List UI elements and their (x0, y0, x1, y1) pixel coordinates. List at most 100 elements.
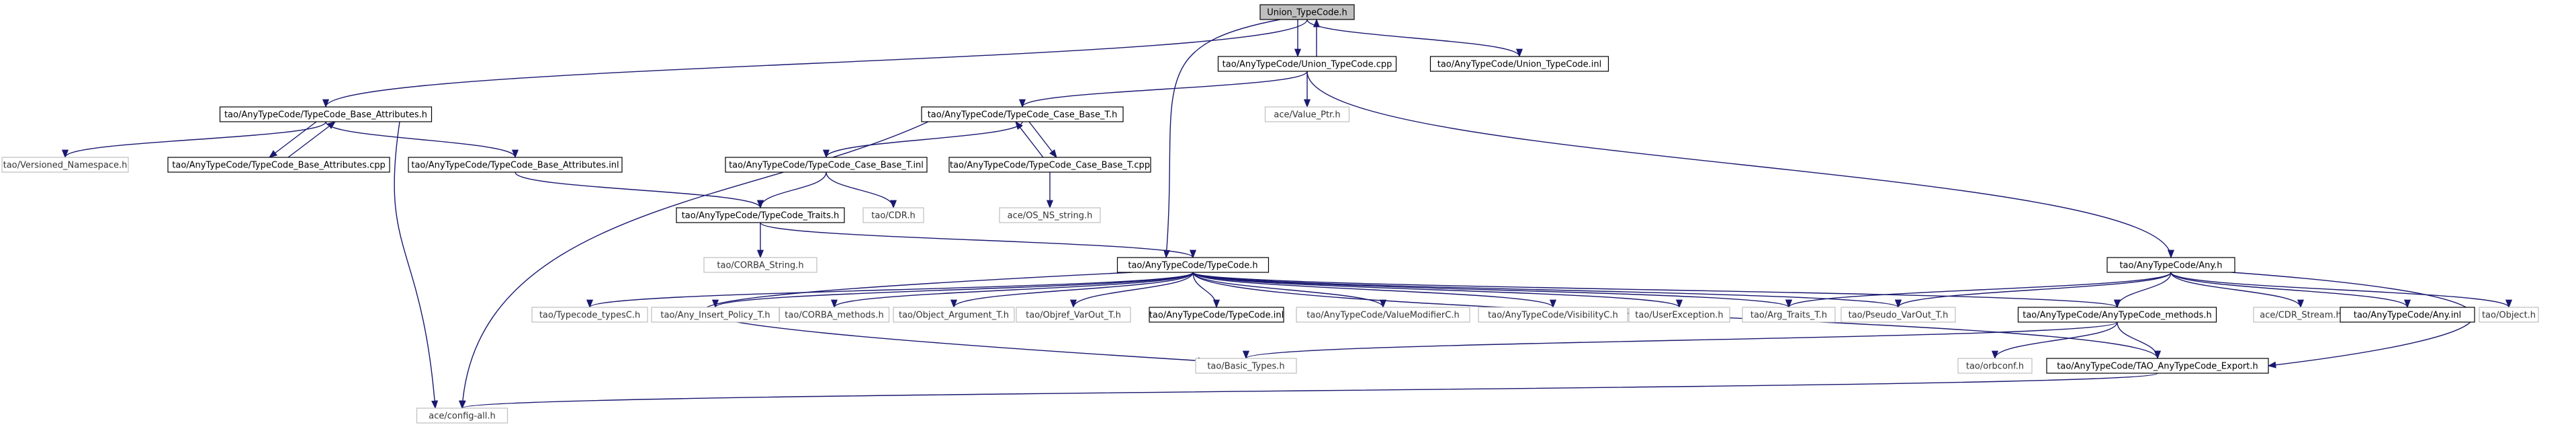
node-union-inl[interactable]: tao/AnyTypeCode/Union_TypeCode.inl (1429, 56, 1609, 72)
node-label: tao/Versioned_Namespace.h (3, 161, 128, 171)
edge-union_h-to-typecode_h (1163, 19, 1281, 259)
node-box (1264, 106, 1350, 122)
node-any-h[interactable]: tao/AnyTypeCode/Any.h (2106, 257, 2235, 273)
node-label: tao/AnyTypeCode/TypeCode_Base_Attributes… (411, 161, 619, 171)
edge-typecode_h-to-typecode_typesc (586, 272, 1194, 309)
node-box (1742, 307, 1836, 323)
edge-typecode_h-to-visibility (1192, 272, 1556, 309)
edge-base_attr_inl-to-traits_h (515, 171, 764, 209)
node-label: ace/config-all.h (429, 412, 496, 422)
node-box (1116, 257, 1270, 273)
edge-case_base_h-to-case_base_cpp (1028, 121, 1057, 158)
node-union-cpp[interactable]: tao/AnyTypeCode/Union_TypeCode.cpp (1217, 56, 1397, 72)
node-box (2340, 307, 2475, 323)
edge-case_base_inl-to-traits_h (757, 171, 827, 209)
node-corba-methods: tao/CORBA_methods.h (779, 307, 890, 323)
node-label: tao/AnyTypeCode/VisibilityC.h (1488, 311, 1618, 321)
node-box (1149, 307, 1284, 323)
edge-base_attr_h-to-config_all (394, 121, 439, 410)
edge-any_h-to-cdr_stream (2170, 272, 2304, 309)
node-box (779, 307, 890, 323)
dependency-edges (62, 18, 2512, 410)
node-box (2017, 307, 2217, 323)
node-box (1478, 307, 1628, 323)
edge-case_base_inl-to-cdr_h (826, 171, 897, 209)
edge-any_h-to-anytypecode_methods (2113, 272, 2172, 309)
edge-base_attr_h-to-base_attr_cpp (268, 121, 317, 158)
node-box (999, 207, 1101, 223)
node-box (862, 207, 924, 223)
edge-union_cpp-to-case_base_h (1019, 71, 1308, 108)
node-box (1429, 56, 1609, 72)
edge-anytypecode_methods-to-basic_types (1243, 321, 2118, 360)
node-box (1, 157, 129, 173)
node-box (531, 307, 648, 323)
node-box (948, 157, 1151, 173)
node-orbconf: tao/orbconf.h (1957, 358, 2033, 374)
node-traits-h[interactable]: tao/AnyTypeCode/TypeCode_Traits.h (676, 207, 845, 223)
node-any-insert: tao/Any_Insert_Policy_T.h (651, 307, 780, 323)
node-box (1840, 307, 1956, 323)
edge-typecode_h-to-objref_varout (1070, 272, 1194, 309)
node-any-inl[interactable]: tao/AnyTypeCode/Any.inl (2340, 307, 2475, 323)
node-box (1195, 358, 1297, 374)
node-box (219, 106, 433, 122)
node-label: tao/AnyTypeCode/Union_TypeCode.inl (1437, 60, 1602, 70)
edge-traits_h-to-typecode_h (760, 222, 1196, 259)
node-base-attr-inl[interactable]: tao/AnyTypeCode/TypeCode_Base_Attributes… (408, 157, 623, 173)
node-label: tao/CORBA_String.h (717, 261, 803, 271)
node-basic-types: tao/Basic_Types.h (1195, 358, 1297, 374)
node-box (408, 157, 623, 173)
node-label: ace/OS_NS_string.h (1008, 211, 1093, 221)
node-box (676, 207, 845, 223)
node-label: Union_TypeCode.h (1267, 8, 1347, 18)
node-label: ace/Value_Ptr.h (1274, 110, 1340, 120)
node-base-attr-cpp[interactable]: tao/AnyTypeCode/TypeCode_Base_Attributes… (167, 157, 390, 173)
node-label: tao/UserException.h (1635, 311, 1723, 321)
node-object-argument: tao/Object_Argument_T.h (893, 307, 1015, 323)
edge-typecode_h-to-pseudo_varout (1192, 272, 1902, 309)
node-box (167, 157, 390, 173)
edge-union_h-to-union_inl (1306, 19, 1523, 58)
edge-typecode_h-to-anytypecode_methods (1192, 272, 2121, 309)
node-union-h[interactable]: Union_TypeCode.h (1259, 4, 1355, 20)
node-label: tao/Pseudo_VarOut_T.h (1849, 311, 1949, 321)
node-label: tao/Typecode_typesC.h (539, 311, 640, 321)
node-label: tao/Objref_VarOut_T.h (1026, 311, 1121, 321)
edge-any_h-to-object_h (2170, 272, 2512, 309)
node-box (921, 106, 1124, 122)
node-anytypecode-methods[interactable]: tao/AnyTypeCode/AnyTypeCode_methods.h (2017, 307, 2217, 323)
edge-tao_export-to-config_all (459, 373, 2158, 410)
node-value-ptr: ace/Value_Ptr.h (1264, 106, 1350, 122)
node-box (2106, 257, 2235, 273)
node-box (2479, 307, 2539, 323)
node-label: tao/Arg_Traits_T.h (1750, 311, 1827, 321)
node-label: tao/Object.h (2482, 311, 2536, 321)
edge-typecode_h-to-any_insert (712, 272, 1194, 309)
node-label: tao/CORBA_methods.h (785, 311, 883, 321)
node-base-attr-h[interactable]: tao/AnyTypeCode/TypeCode_Base_Attributes… (219, 106, 433, 122)
edge-union_cpp-to-any_h (1306, 71, 2174, 259)
node-case-base-cpp[interactable]: tao/AnyTypeCode/TypeCode_Case_Base_T.cpp (948, 157, 1151, 173)
node-label: tao/AnyTypeCode/TypeCode.h (1128, 261, 1257, 271)
node-object-h: tao/Object.h (2479, 307, 2539, 323)
node-label: tao/AnyTypeCode/TypeCode_Base_Attributes… (172, 161, 386, 171)
node-corba-string: tao/CORBA_String.h (703, 257, 817, 273)
node-visibility: tao/AnyTypeCode/VisibilityC.h (1478, 307, 1628, 323)
edge-typecode_h-to-arg_traits (1192, 272, 1792, 309)
node-label: tao/Any_Insert_Policy_T.h (660, 311, 770, 321)
node-value-modifier: tao/AnyTypeCode/ValueModifierC.h (1296, 307, 1470, 323)
node-box (1628, 307, 1730, 323)
graph-nodes: Union_TypeCode.h tao/AnyTypeCode/Union_Ty… (1, 4, 2539, 424)
node-box (1016, 307, 1131, 323)
node-typecode-inl[interactable]: tao/AnyTypeCode/TypeCode.inl (1149, 307, 1284, 323)
node-case-base-inl[interactable]: tao/AnyTypeCode/TypeCode_Case_Base_T.inl (725, 157, 928, 173)
node-label: tao/orbconf.h (1966, 362, 2024, 372)
edge-base_attr_h-to-base_attr_inl (325, 121, 519, 159)
node-typecode-h[interactable]: tao/AnyTypeCode/TypeCode.h (1116, 257, 1270, 273)
node-label: tao/AnyTypeCode/TypeCode_Case_Base_T.cpp (950, 161, 1150, 171)
edge-typecode_h-to-value_modifier (1192, 272, 1386, 309)
node-case-base-h[interactable]: tao/AnyTypeCode/TypeCode_Case_Base_T.h (921, 106, 1124, 122)
node-tao-export[interactable]: tao/AnyTypeCode/TAO_AnyTypeCode_Export.h (2046, 358, 2269, 374)
node-os-ns-string: ace/OS_NS_string.h (999, 207, 1101, 223)
